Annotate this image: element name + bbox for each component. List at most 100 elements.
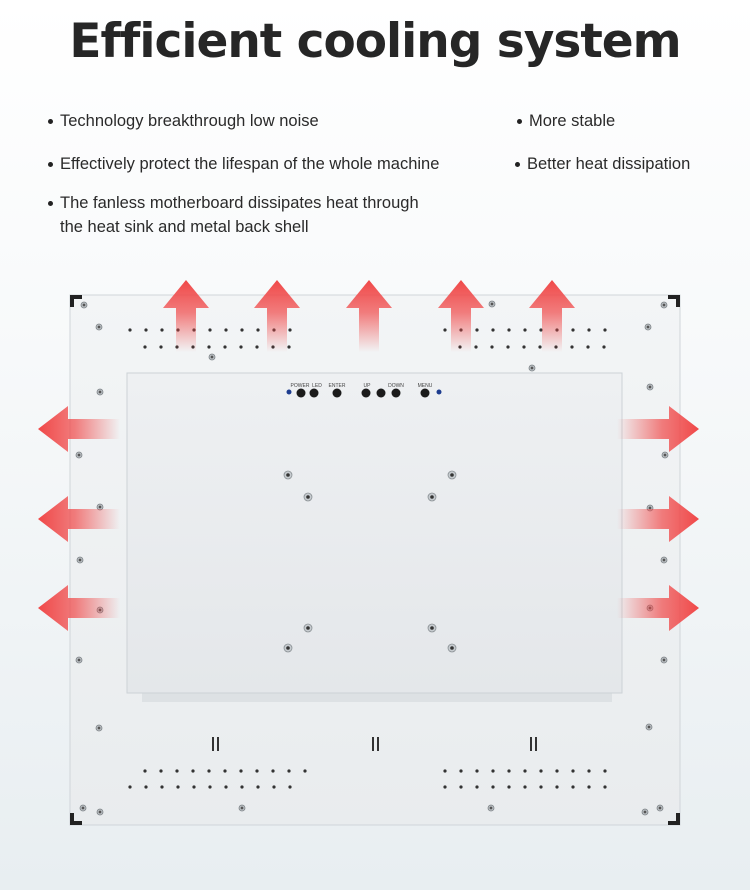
vent-hole [255, 345, 259, 349]
vent-hole [490, 345, 494, 349]
screw-icon [96, 388, 104, 396]
vent-hole [288, 785, 292, 789]
vent-hole [522, 345, 526, 349]
vent-hole [207, 769, 211, 773]
screw-icon [660, 301, 668, 309]
feature-item-lifespan: Effectively protect the lifespan of the … [48, 152, 439, 176]
corner-bracket [668, 813, 680, 825]
vent-hole [160, 328, 164, 332]
screw-icon [79, 804, 87, 812]
bullet-dot [517, 119, 522, 124]
vent-hole [602, 345, 606, 349]
enter-button-icon [332, 388, 342, 398]
airflow-arrows [38, 280, 699, 631]
vent-hole [475, 785, 479, 789]
button-label-up: UP [364, 383, 372, 389]
bullet-dot [515, 162, 520, 167]
arrow-up-icon [529, 280, 575, 352]
vent-hole [256, 785, 260, 789]
arrow-left-icon [38, 585, 120, 631]
vent-hole [538, 345, 542, 349]
vent-hole [224, 328, 228, 332]
vesa-hole [283, 643, 293, 653]
feature-text: More stable [529, 112, 616, 130]
bullet-dot [48, 201, 53, 206]
screw-icon [96, 808, 104, 816]
vent-hole [176, 785, 180, 789]
feature-item-low-noise: Technology breakthrough low noise [48, 109, 319, 133]
screw-icon [95, 724, 103, 732]
power-button-icon [296, 388, 306, 398]
screw-icon [76, 556, 84, 564]
arrow-right-icon [617, 496, 699, 542]
vent-hole [571, 328, 575, 332]
vent-hole [240, 328, 244, 332]
feature-item-heat-dissipation: Better heat dissipation [515, 152, 690, 176]
arrow-right-icon [617, 406, 699, 452]
vent-hole [571, 769, 575, 773]
vent-hole [208, 328, 212, 332]
screw-icon [644, 323, 652, 331]
vent-hole [128, 785, 132, 789]
screw-icon [95, 323, 103, 331]
vent-hole [160, 785, 164, 789]
button-label-led: LED [312, 383, 322, 389]
vent-hole [571, 785, 575, 789]
vent-hole [443, 785, 447, 789]
button-label-down: DOWN [388, 383, 404, 389]
vent-hole [587, 328, 591, 332]
vent-hole [491, 328, 495, 332]
vent-hole [224, 785, 228, 789]
screw-icon [208, 353, 216, 361]
screw-icon [487, 804, 495, 812]
arrow-up-icon [346, 280, 392, 352]
bracket-marks [212, 737, 537, 751]
vent-hole [491, 785, 495, 789]
arrow-up-icon [163, 280, 209, 352]
screw-icon [656, 804, 664, 812]
vent-hole [443, 769, 447, 773]
vent-hole [272, 785, 276, 789]
screw-icon [80, 301, 88, 309]
vent-hole [287, 345, 291, 349]
arrow-right-icon [617, 585, 699, 631]
inner-panel-lip [142, 692, 612, 702]
screw-icon [645, 723, 653, 731]
screw-icon [238, 804, 246, 812]
vent-hole [207, 345, 211, 349]
vent-hole [287, 769, 291, 773]
vent-hole [271, 769, 275, 773]
vesa-hole [427, 492, 437, 502]
led-indicator [436, 389, 442, 395]
vent-hole [587, 769, 591, 773]
feature-text: the heat sink and metal back shell [60, 218, 309, 236]
inner-panel [126, 372, 623, 694]
led-indicator [286, 389, 292, 395]
center-button-icon [376, 388, 386, 398]
vent-hole [143, 769, 147, 773]
vent-hole [475, 328, 479, 332]
vent-hole [144, 785, 148, 789]
vent-hole [288, 328, 292, 332]
vent-hole [192, 785, 196, 789]
vent-hole [191, 769, 195, 773]
screw-icon [488, 300, 496, 308]
button-label-power: POWER [291, 383, 310, 389]
vesa-mount-holes [283, 470, 457, 653]
vent-hole [239, 345, 243, 349]
vent-hole [223, 345, 227, 349]
led-button-icon [309, 388, 319, 398]
control-buttons: POWER LED ENTER UP DOWN MENU [286, 383, 442, 398]
vent-hole [223, 769, 227, 773]
vent-hole [570, 345, 574, 349]
vent-hole [474, 345, 478, 349]
vesa-hole [303, 623, 313, 633]
vent-hole [159, 769, 163, 773]
corner-bracket [70, 813, 82, 825]
vent-hole [555, 769, 559, 773]
vent-hole [539, 769, 543, 773]
vent-hole [255, 769, 259, 773]
vesa-hole [283, 470, 293, 480]
screw-icon [75, 656, 83, 664]
screw-icon [646, 383, 654, 391]
